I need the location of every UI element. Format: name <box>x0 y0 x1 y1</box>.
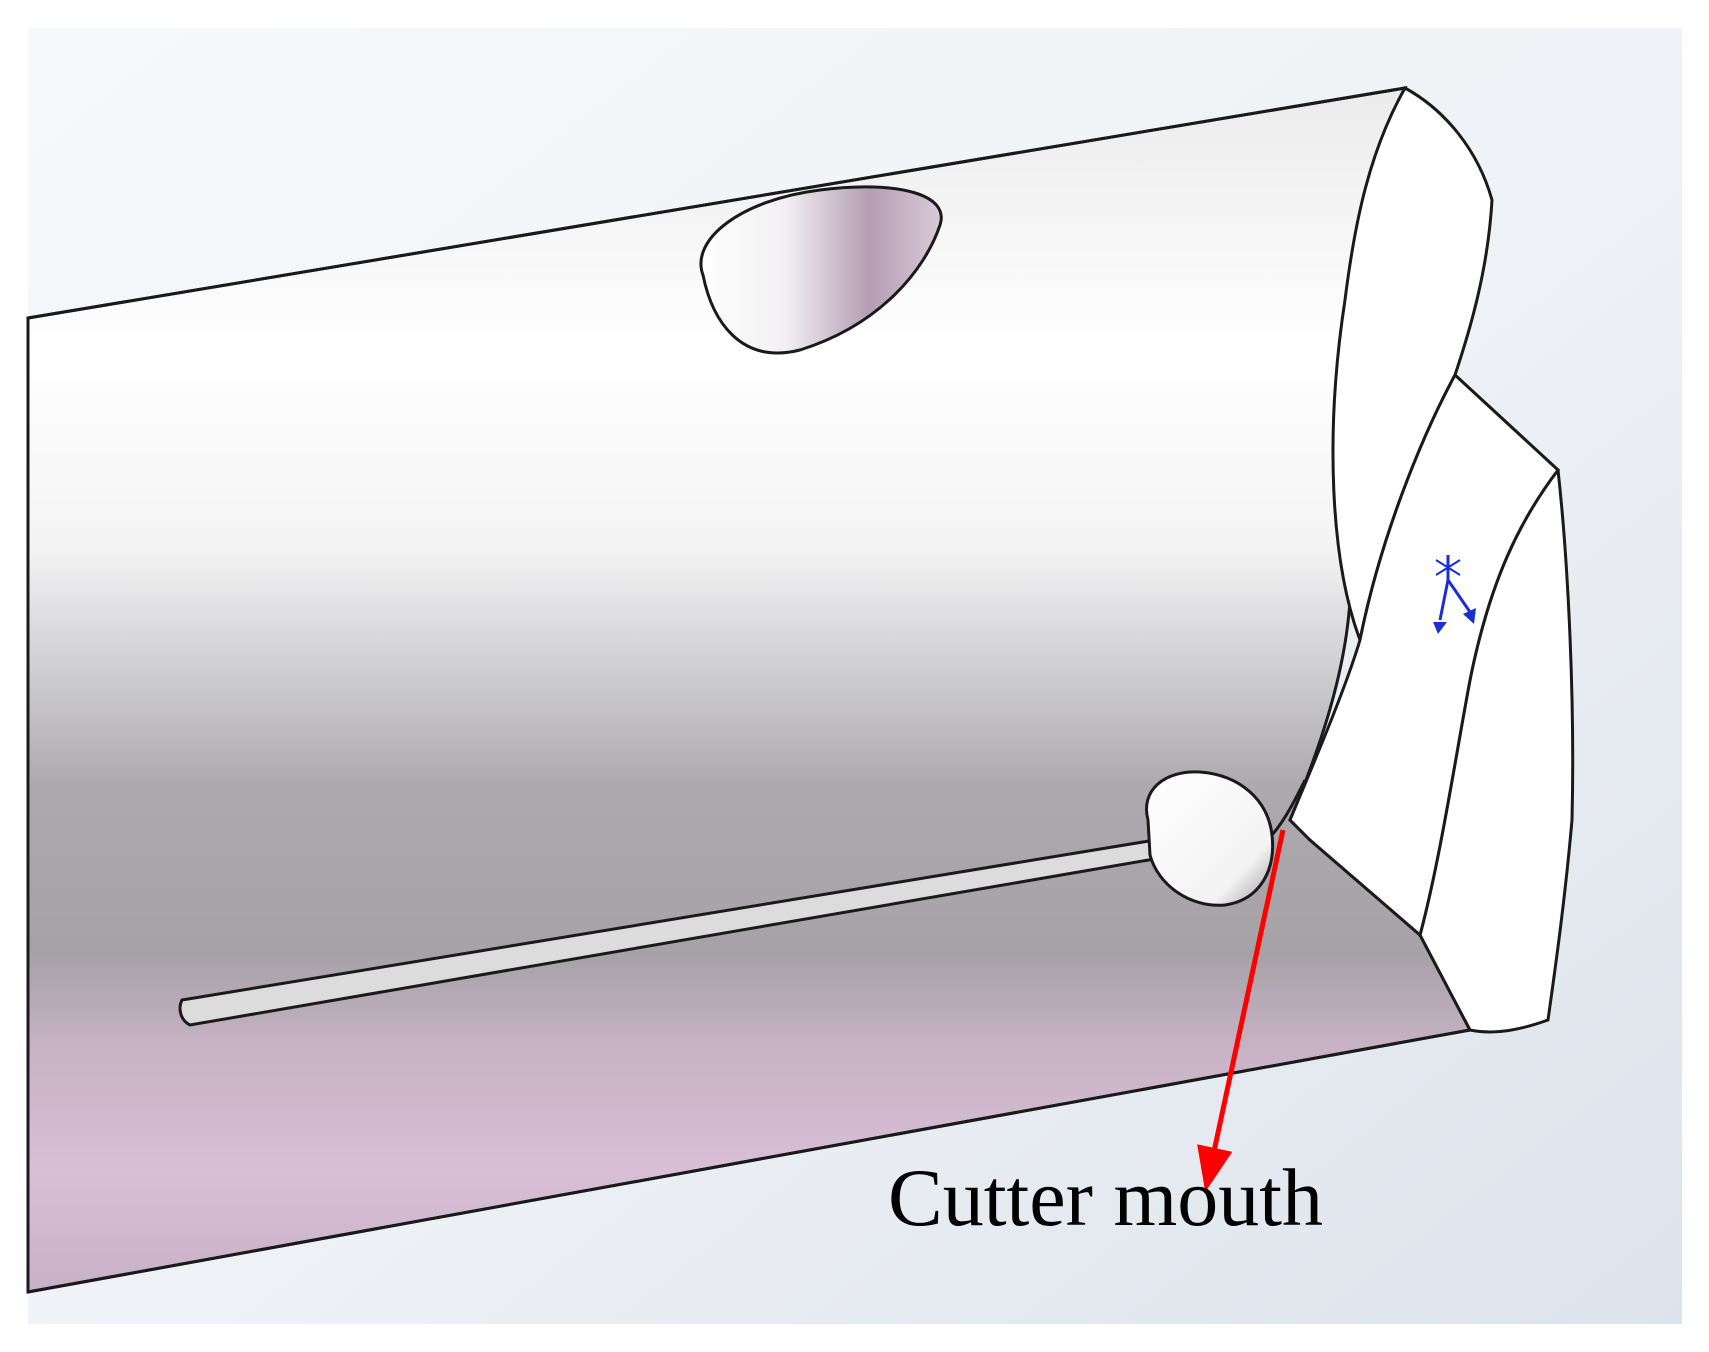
tube-top-edge <box>27 86 1406 320</box>
top-oval-hole <box>699 185 943 355</box>
round-relief-hole-rim <box>1270 779 1307 836</box>
reference-axis-triad-icon <box>1433 555 1476 634</box>
callout-arrow <box>1197 829 1286 1192</box>
end-face-lower <box>1288 372 1561 938</box>
longitudinal-slot <box>178 838 1162 1027</box>
callout-label: Cutter mouth <box>888 1152 1324 1243</box>
round-relief-hole <box>1145 770 1275 907</box>
